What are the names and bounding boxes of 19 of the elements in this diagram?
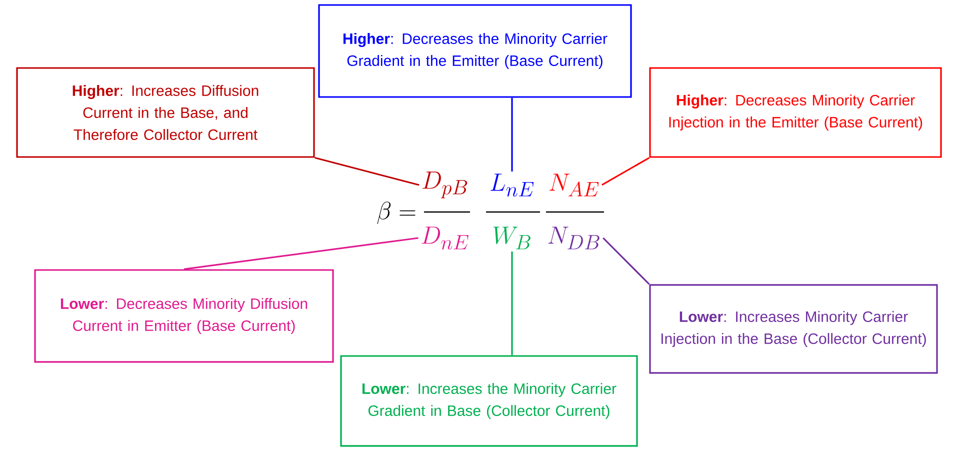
leader-line: [511, 98, 513, 172]
text-box: Lower: Increases the Minority Carrier Gradient in Base (Collector Current): [340, 355, 638, 447]
leader-line: [602, 237, 650, 285]
leader-line: [511, 252, 513, 356]
formula-symbol: $N_{DB}$: [548, 226, 600, 250]
leader-line: [314, 157, 420, 186]
formula-symbol: $D_{nE}$: [422, 226, 468, 250]
formula-symbol: $L_{nE}$: [490, 174, 534, 196]
formula-symbol: $N_{AE}$: [549, 174, 599, 196]
leader-line: [184, 237, 418, 270]
text-box: Lower: Decreases Minority Diffusion Current in Emitter (Base Current): [34, 269, 334, 363]
leader-line: [602, 157, 650, 186]
formula-symbol: $W_{B}$: [493, 226, 530, 250]
text-box: Higher: Decreases the Minority Carrier Gradient in the Emitter (Base Current): [318, 4, 632, 98]
text-box: Higher: Decreases Minority Carrier Injection in the Emitter (Base Current): [649, 67, 942, 158]
text-box: Lower: Increases Minority Carrier Injection in the Base (Collector Current): [649, 284, 938, 374]
formula-text: $\beta =$: [377, 202, 416, 224]
formula-symbol: $D_{pB}$: [422, 172, 468, 198]
text-box: Higher: Increases Diffusion Current in the Base, and Therefore Collector Current: [16, 67, 315, 158]
